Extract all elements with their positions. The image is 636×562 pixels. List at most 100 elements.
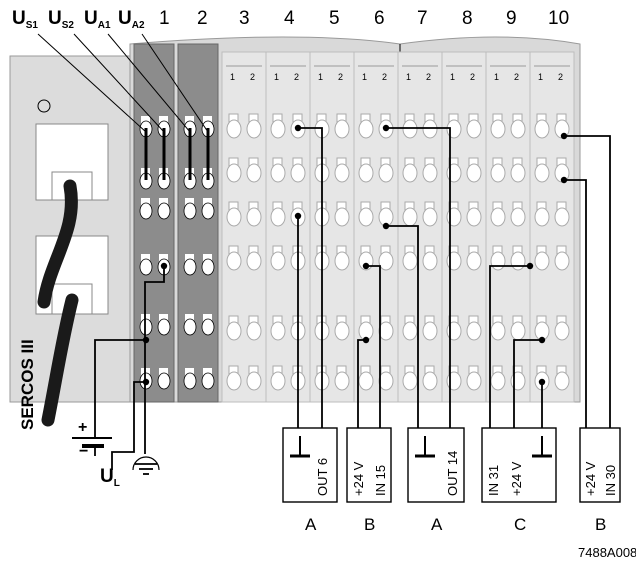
coupler-led xyxy=(37,99,51,113)
spring-release xyxy=(141,254,150,262)
clamp-point xyxy=(157,318,171,336)
wire-24v-c xyxy=(513,339,542,428)
clamp-point xyxy=(534,251,550,271)
clamp-point xyxy=(270,119,286,139)
clamp-point xyxy=(554,251,570,271)
spring-release xyxy=(159,314,168,322)
clamp-point xyxy=(402,207,418,227)
clamp-point xyxy=(290,163,306,183)
clamp-point xyxy=(226,251,242,271)
wire-end xyxy=(294,124,302,132)
wire-end xyxy=(362,262,370,270)
wire-24v-b2 xyxy=(564,179,587,428)
clamp-point xyxy=(157,372,171,390)
clamp-point xyxy=(183,258,197,276)
wire-end xyxy=(538,336,546,344)
ul-plus-wire xyxy=(94,339,146,420)
wire-end xyxy=(142,378,150,386)
clamp-point xyxy=(490,163,506,183)
pin-label: 1 xyxy=(538,72,543,82)
pin-label: 1 xyxy=(494,72,499,82)
device-label: +24 V xyxy=(509,461,524,496)
terminal-number: 1 xyxy=(159,8,170,29)
clamp-point xyxy=(466,207,482,227)
pin-label: 1 xyxy=(406,72,411,82)
pin-label: 2 xyxy=(470,72,475,82)
group-label: A xyxy=(305,515,317,534)
wire-in15 xyxy=(366,265,381,428)
spring-release xyxy=(203,314,212,322)
spring-release xyxy=(159,198,168,206)
load-voltage-label: UL xyxy=(100,466,120,489)
clamp-point xyxy=(422,163,438,183)
supply-label-s2: US2 xyxy=(48,8,74,31)
spring-release xyxy=(159,254,168,262)
spring-release xyxy=(203,198,212,206)
pin-label: 2 xyxy=(426,72,431,82)
clamp-point xyxy=(334,321,350,341)
clamp-point xyxy=(334,163,350,183)
terminal-number: 7 xyxy=(417,8,428,29)
device-box xyxy=(481,427,557,503)
wire-end xyxy=(560,132,568,140)
device-box xyxy=(579,427,621,503)
clamp-point xyxy=(226,119,242,139)
pin-label: 1 xyxy=(230,72,235,82)
wire-end xyxy=(538,378,546,386)
terminal-number: 3 xyxy=(239,8,250,29)
clamp-point xyxy=(490,207,506,227)
clamp-point xyxy=(534,163,550,183)
clamp-point xyxy=(510,163,526,183)
clamp-point xyxy=(358,371,374,391)
clamp-point xyxy=(246,251,262,271)
clamp-point xyxy=(201,202,215,220)
group-label: B xyxy=(595,515,606,534)
terminal-number: 6 xyxy=(374,8,385,29)
battery-minus: − xyxy=(79,443,88,460)
supply-leader xyxy=(107,33,191,133)
clamp-point xyxy=(466,321,482,341)
wire-out14 xyxy=(386,127,451,428)
pin-label: 1 xyxy=(274,72,279,82)
clamp-point xyxy=(402,119,418,139)
clamp-point xyxy=(246,163,262,183)
clamp-point xyxy=(378,321,394,341)
clamp-point xyxy=(378,251,394,271)
clamp-point xyxy=(422,321,438,341)
clamp-point xyxy=(402,371,418,391)
wire-end xyxy=(160,262,168,270)
terminal-number: 9 xyxy=(506,8,517,29)
bus-cable-1 xyxy=(37,179,78,309)
clamp-point xyxy=(554,207,570,227)
clamp-point xyxy=(378,371,394,391)
wire-end xyxy=(526,262,534,270)
group-label: C xyxy=(514,515,526,534)
device-label: +24 V xyxy=(583,461,598,496)
ul-minus-wire xyxy=(111,381,146,470)
clamp-point xyxy=(201,318,215,336)
clamp-point xyxy=(201,258,215,276)
io-module xyxy=(221,51,267,403)
clamp-point xyxy=(466,251,482,271)
spring-release xyxy=(203,116,212,124)
figure-id: 7488A008 xyxy=(578,545,636,560)
clamp-point xyxy=(139,258,153,276)
clamp-point xyxy=(510,251,526,271)
supply-label-a2: UA2 xyxy=(118,8,145,31)
clamp-point xyxy=(466,119,482,139)
device-box xyxy=(346,427,392,503)
io-module xyxy=(529,51,575,403)
pin-label: 2 xyxy=(382,72,387,82)
clamp-point xyxy=(334,207,350,227)
clamp-point xyxy=(201,372,215,390)
pin-label: 2 xyxy=(514,72,519,82)
clamp-point xyxy=(510,119,526,139)
io-module xyxy=(485,51,531,403)
bus-coupler xyxy=(9,55,131,427)
pin-label: 2 xyxy=(558,72,563,82)
earth-arc xyxy=(132,456,160,471)
power-module xyxy=(177,43,219,403)
